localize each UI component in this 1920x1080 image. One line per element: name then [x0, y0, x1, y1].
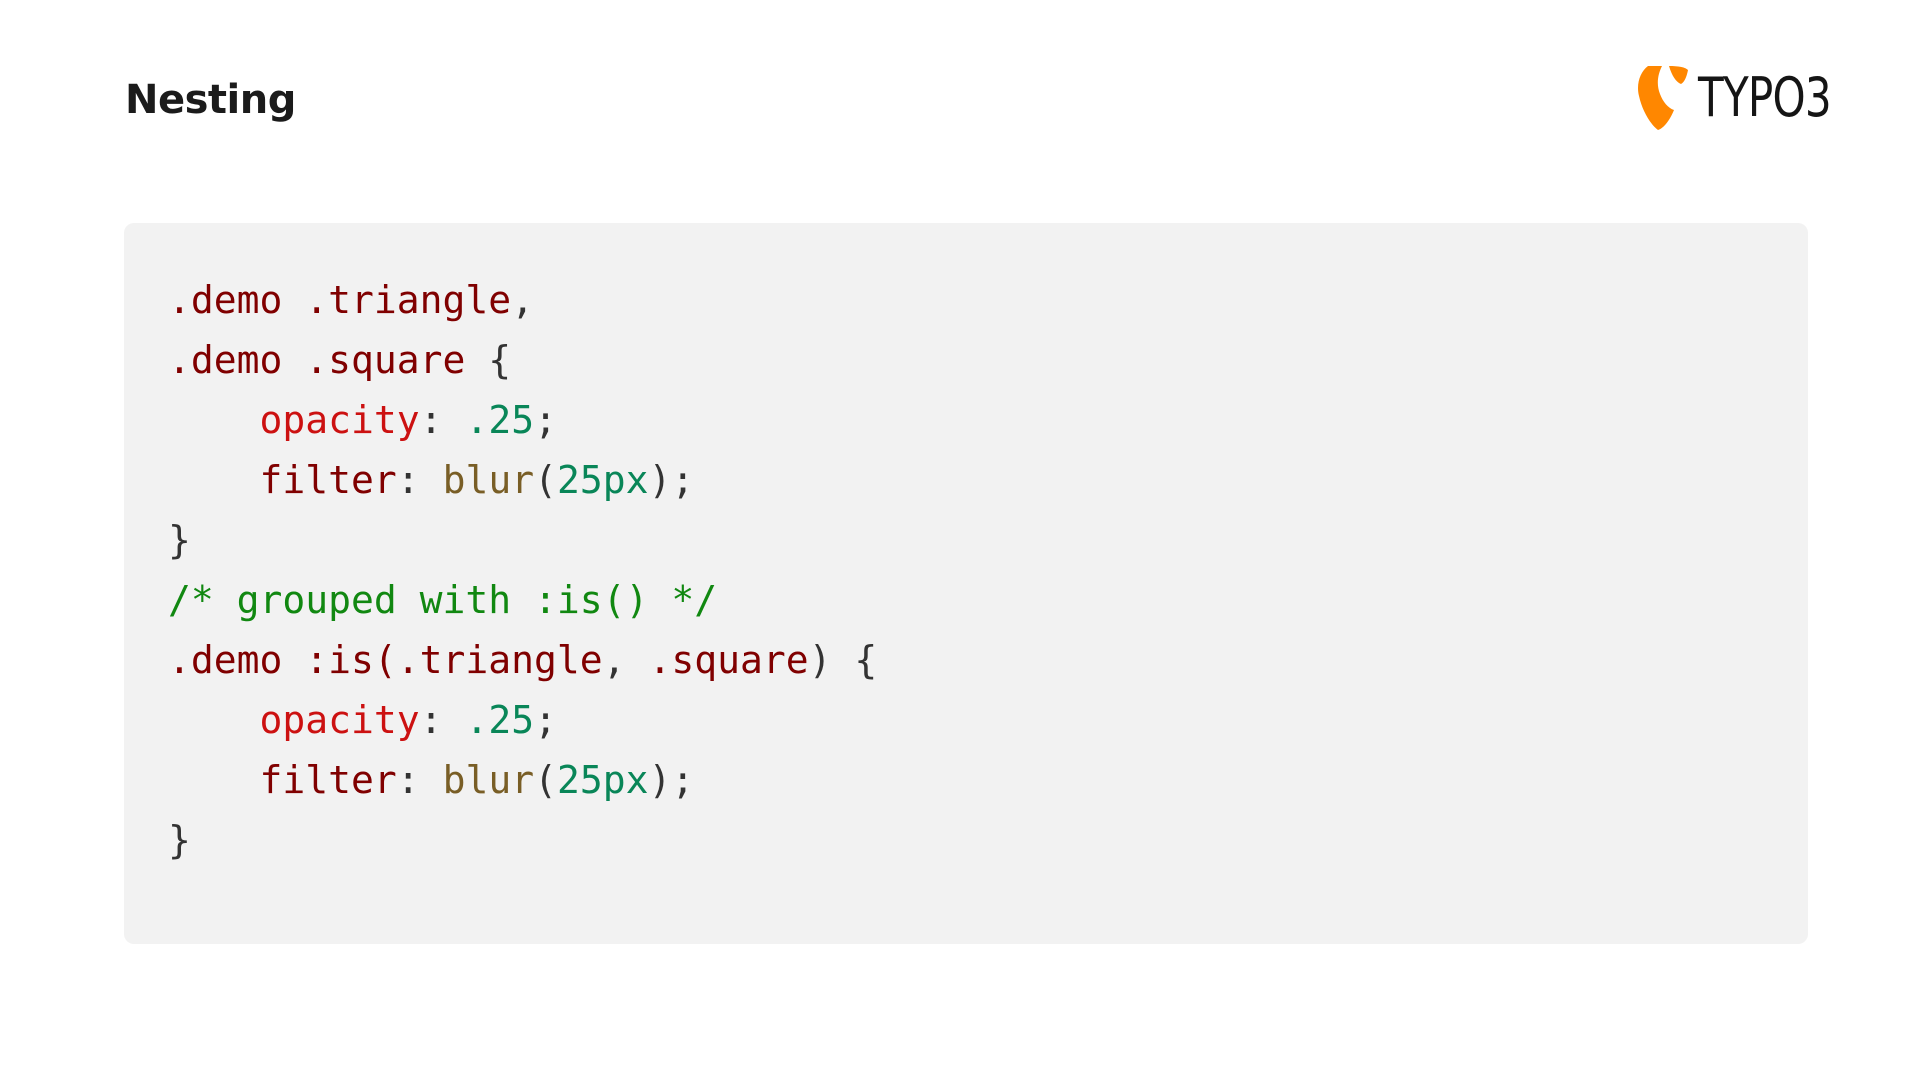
code-line: /* grouped with :is() */	[168, 570, 877, 630]
code-token: :	[396, 458, 443, 502]
code-line: .demo .square {	[168, 330, 877, 390]
code-block: .demo .triangle,.demo .square { opacity:…	[124, 223, 1808, 944]
code-line: .demo :is(.triangle, .square) {	[168, 630, 877, 690]
code-token	[168, 398, 260, 442]
code-token: :	[419, 698, 466, 742]
code-token: .square	[648, 638, 809, 682]
code-token: 25px	[556, 758, 649, 802]
code-token: );	[648, 758, 695, 802]
code-token: }	[168, 818, 191, 862]
code-token: opacity	[259, 698, 420, 742]
code-token: opacity	[259, 398, 420, 442]
code-token: ;	[534, 398, 557, 442]
logo-wordmark: TYPO3	[1698, 66, 1832, 129]
code-line: .demo .triangle,	[168, 270, 877, 330]
code-token: }	[168, 518, 191, 562]
code-token: blur	[442, 458, 535, 502]
typo3-logo-icon	[1638, 66, 1688, 130]
code-token: .demo :is(.triangle	[168, 638, 603, 682]
code-line: opacity: .25;	[168, 690, 877, 750]
code-line: }	[168, 510, 877, 570]
code-token	[168, 698, 260, 742]
code-line: filter: blur(25px);	[168, 450, 877, 510]
slide-title: Nesting	[125, 77, 296, 123]
typo3-logo: TYPO3	[1636, 64, 1868, 132]
code-token: blur	[442, 758, 535, 802]
code-token: ,	[602, 638, 649, 682]
code-token: 25px	[556, 458, 649, 502]
code-token: ) {	[808, 638, 878, 682]
code-token: /* grouped with :is() */	[168, 578, 718, 622]
code-token: {	[465, 338, 512, 382]
code-token: ;	[534, 698, 557, 742]
code-token: :	[419, 398, 466, 442]
code-token	[168, 758, 260, 802]
code-token: filter	[259, 758, 397, 802]
code-token: .demo .triangle	[168, 278, 512, 322]
code-token: .25	[465, 698, 535, 742]
code-token: (	[534, 458, 557, 502]
code-content: .demo .triangle,.demo .square { opacity:…	[168, 270, 877, 870]
code-token: .25	[465, 398, 535, 442]
code-token: .demo .square	[168, 338, 466, 382]
code-line: opacity: .25;	[168, 390, 877, 450]
code-token: );	[648, 458, 695, 502]
code-token: :	[396, 758, 443, 802]
code-token	[168, 458, 260, 502]
code-token: ,	[511, 278, 535, 322]
code-line: }	[168, 810, 877, 870]
code-token: (	[534, 758, 557, 802]
code-token: filter	[259, 458, 397, 502]
code-line: filter: blur(25px);	[168, 750, 877, 810]
